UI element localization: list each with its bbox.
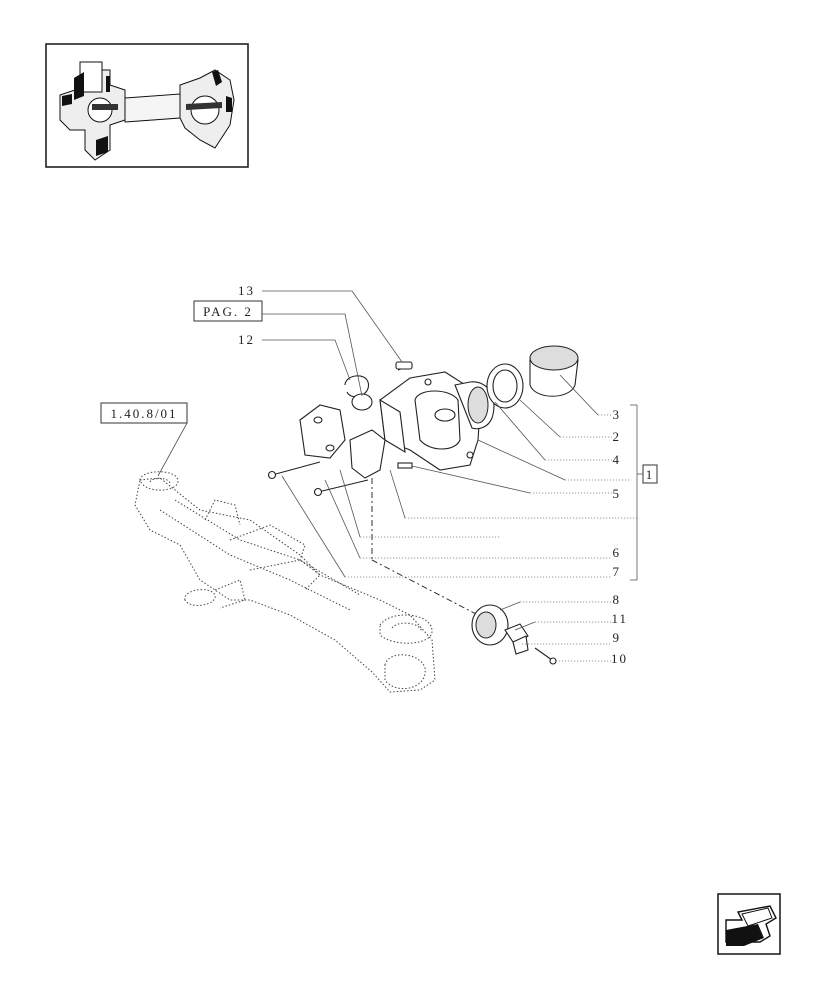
lock-plate <box>504 623 529 655</box>
pin-5 <box>397 462 413 469</box>
callout-9: 9 <box>613 630 622 645</box>
upper-bearing-cap <box>299 404 386 479</box>
bolt-10 <box>534 647 557 665</box>
callout-8: 8 <box>613 592 622 607</box>
callout-10: 10 <box>611 651 628 666</box>
group-reference-label: 1 <box>646 467 655 482</box>
callout-11: 11 <box>611 611 628 626</box>
axle-cutaway-thumbnail[interactable] <box>45 43 249 168</box>
previous-page-arrow-icon[interactable] <box>717 893 781 955</box>
bolts-6-7 <box>267 461 369 497</box>
axle-housing-ghost <box>134 471 436 693</box>
assembly-reference-box[interactable]: 1.40.8/01 <box>100 402 188 424</box>
seal-ring <box>486 363 524 409</box>
support-housing <box>379 371 495 471</box>
callout-2: 2 <box>613 429 622 444</box>
bushing <box>529 345 579 397</box>
pag-reference-label: PAG. 2 <box>203 304 253 319</box>
callout-12: 12 <box>238 332 255 347</box>
group-reference-box[interactable]: 1 <box>642 464 658 484</box>
callout-5: 5 <box>613 486 622 501</box>
front-axle-support-exploded-view[interactable] <box>267 345 579 665</box>
circlip <box>344 375 373 411</box>
callout-3: 3 <box>613 407 622 422</box>
pag-reference-box[interactable]: PAG. 2 <box>193 300 263 322</box>
leader-lines <box>157 290 643 662</box>
callout-13: 13 <box>238 283 255 298</box>
callout-4: 4 <box>613 452 622 467</box>
assembly-reference-label: 1.40.8/01 <box>110 406 177 421</box>
bolt-13 <box>395 361 413 371</box>
callout-6: 6 <box>613 545 622 560</box>
callout-7: 7 <box>613 564 622 579</box>
flange-8 <box>471 604 509 646</box>
callout-numbers: 13 12 3 2 4 5 6 7 8 11 9 10 <box>238 283 628 666</box>
